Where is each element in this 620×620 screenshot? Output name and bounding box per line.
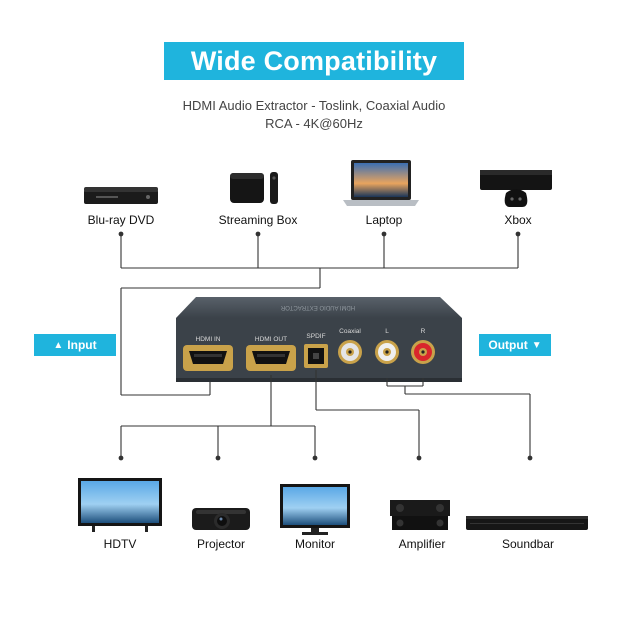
input-tag: ▲ Input (34, 334, 116, 356)
port-labels: HDMI IN HDMI OUT SPDIF Coaxial L R (196, 328, 426, 343)
bluray-player-icon (84, 187, 158, 204)
hdtv-icon (78, 478, 162, 532)
xbox-icon (480, 170, 552, 207)
svg-text:HDMI AUDIO EXTRACTOR: HDMI AUDIO EXTRACTOR (280, 304, 355, 310)
port-label-spdif: SPDIF (306, 333, 325, 340)
output-nodes (118, 455, 533, 461)
page-title: Wide Compatibility (190, 45, 438, 76)
subtitle-line-1: HDMI Audio Extractor - Toslink, Coaxial … (182, 98, 446, 113)
projector-icon (192, 508, 250, 530)
hdmi-in-port (183, 345, 233, 371)
coaxial-port (338, 340, 362, 364)
output-tag-label: Output (488, 338, 528, 352)
rca-left-port (375, 340, 399, 364)
spdif-port (304, 344, 328, 368)
subtitle: HDMI Audio Extractor - Toslink, Coaxial … (150, 97, 478, 133)
output-label-monitor: Monitor (294, 537, 335, 551)
rca-right-port (411, 340, 435, 364)
port-label-r: R (421, 328, 426, 335)
output-wiring (120, 370, 531, 458)
input-tag-label: Input (67, 338, 97, 352)
source-wiring (120, 234, 519, 396)
monitor-icon (280, 484, 350, 535)
source-label-xbox: Xbox (504, 213, 532, 227)
subtitle-line-2: RCA - 4K@60Hz (265, 116, 363, 131)
hdmi-out-port (246, 345, 296, 371)
up-arrow-icon: ▲ (53, 339, 64, 351)
title-banner: Wide Compatibility (164, 42, 464, 80)
audio-extractor-device: HDMI AUDIO EXTRACTOR (176, 297, 462, 382)
down-arrow-icon: ▼ (531, 339, 542, 351)
laptop-icon (343, 160, 419, 206)
port-label-l: L (385, 328, 389, 335)
port-label-coaxial: Coaxial (339, 328, 361, 335)
port-label-hdmi-in: HDMI IN (196, 336, 221, 343)
output-label-projector: Projector (196, 537, 246, 551)
output-label-amplifier: Amplifier (398, 537, 446, 551)
source-label-laptop: Laptop (365, 213, 403, 227)
output-label-hdtv: HDTV (103, 537, 137, 551)
source-nodes (118, 231, 521, 237)
port-label-hdmi-out: HDMI OUT (255, 336, 287, 343)
soundbar-icon (466, 516, 588, 530)
source-label-bluray: Blu-ray DVD (87, 213, 155, 227)
output-tag: Output ▼ (479, 334, 551, 356)
streaming-box-icon (230, 172, 278, 204)
source-label-streaming-box: Streaming Box (218, 213, 298, 227)
output-label-soundbar: Soundbar (501, 537, 555, 551)
amplifier-icon (390, 500, 450, 530)
